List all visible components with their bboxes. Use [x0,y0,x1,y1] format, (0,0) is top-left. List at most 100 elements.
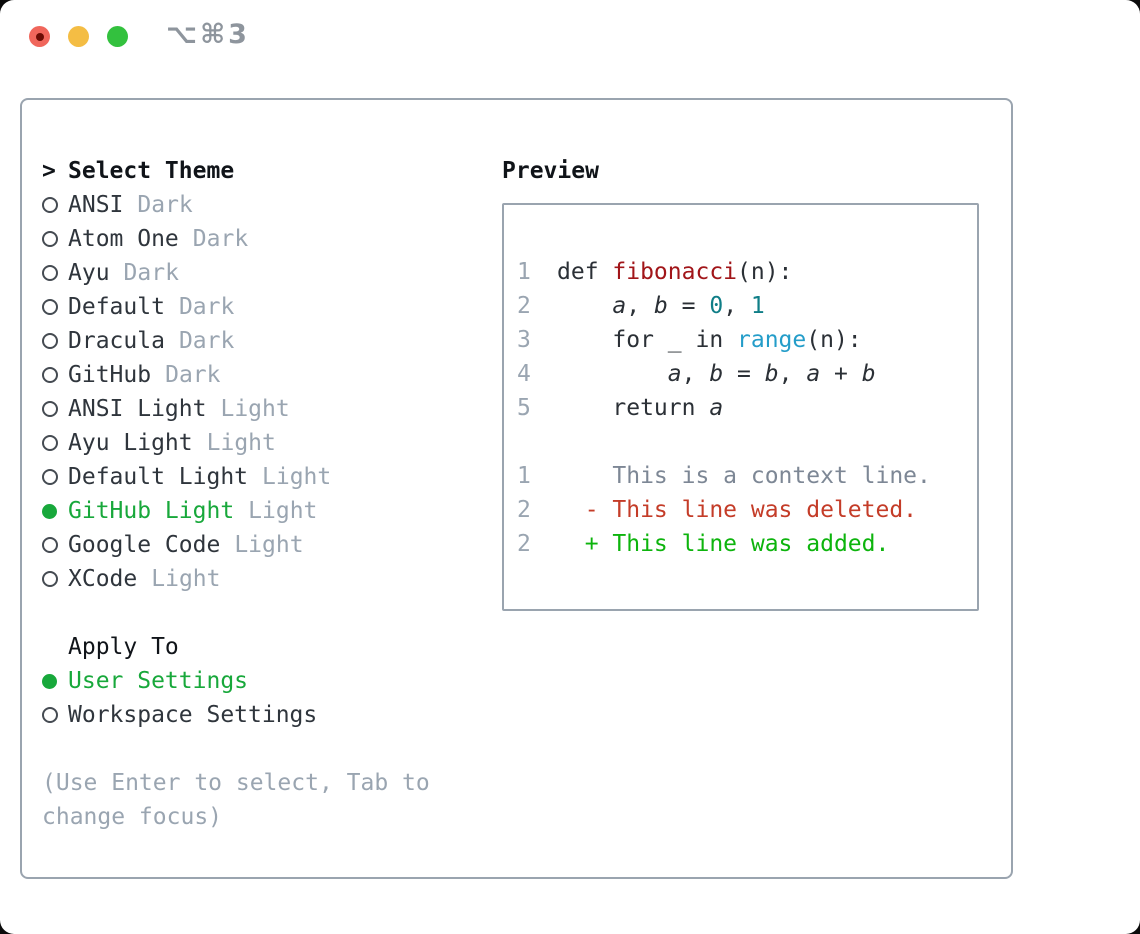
code-token: def [557,259,613,285]
hint-text-line2: change focus) [42,804,223,830]
spacer-row [42,596,487,630]
radio-icon [42,197,58,213]
theme-option[interactable]: Default Dark [42,290,487,324]
option-label: Google Code [68,532,221,558]
option-label: Default [68,294,165,320]
option-variant-label: Dark [178,328,235,354]
theme-option[interactable]: ANSI Dark [42,188,487,222]
line-number: 1 [517,259,531,285]
radio-selected-icon [42,673,57,689]
preview-column: Preview 1 def fibonacci(n): 2 a, b = 0, … [502,154,979,611]
code-token: + [820,361,862,387]
code-line [517,425,969,459]
radio-icon [42,299,58,315]
code-token: a [612,293,627,319]
code-token: , [723,293,751,319]
code-token: b [861,361,876,387]
option-label: Ayu Light [68,430,193,456]
line-number: 1 [517,463,531,489]
option-variant-label: Light [234,532,304,558]
window-title: ⌥⌘3 [166,19,250,50]
radio-icon [42,469,58,485]
cursor-chevron-icon: > [42,158,56,184]
option-label: ANSI [68,192,124,218]
radio-icon [42,265,58,281]
theme-list: ANSI Dark Atom One Dark Ayu Dark Default… [42,188,487,596]
theme-list-column: > Select Theme ANSI Dark Atom One Dark A… [42,154,487,834]
theme-selector-panel: > Select Theme ANSI Dark Atom One Dark A… [20,98,1013,879]
radio-selected-icon [42,503,57,519]
theme-option[interactable]: Dracula Dark [42,324,487,358]
code-token: b [653,293,668,319]
code-token [557,361,668,387]
apply-option[interactable]: User Settings [42,664,487,698]
theme-option[interactable]: ANSI Light Light [42,392,487,426]
code-text: return a [557,395,723,421]
code-token: b [709,361,724,387]
code-token: = [667,293,710,319]
code-token: This is a context line. [557,463,931,489]
code-line: 1 This is a context line. [517,459,969,493]
code-token: for _ in [557,327,738,353]
apply-to-list: User Settings Workspace Settings [42,664,487,732]
radio-icon [42,231,58,247]
code-text: This is a context line. [557,463,931,489]
code-text: - This line was deleted. [557,497,917,523]
theme-option[interactable]: GitHub Dark [42,358,487,392]
line-number: 2 [517,293,531,319]
traffic-lights [29,26,146,47]
option-label: Default Light [68,464,249,490]
apply-option[interactable]: Workspace Settings [42,698,487,732]
code-line: 2 a, b = 0, 1 [517,289,969,323]
preview-title: Preview [502,158,599,184]
option-variant-label: Dark [178,294,235,320]
radio-icon [42,537,58,553]
code-token: fibonacci [612,259,738,285]
option-label: ANSI Light [68,396,207,422]
option-variant-label: Light [206,430,276,456]
radio-icon [42,401,58,417]
hint-text-line1: (Use Enter to select, Tab to [42,770,430,796]
line-number: 3 [517,327,531,353]
theme-option[interactable]: Default Light Light [42,460,487,494]
option-label: Ayu [68,260,110,286]
theme-option[interactable]: Ayu Light Light [42,426,487,460]
option-label: Workspace Settings [68,702,318,728]
line-number: 5 [517,395,531,421]
code-token: , [681,361,710,387]
code-token: b [764,361,779,387]
zoom-button[interactable] [107,26,128,47]
line-number: 2 [517,497,531,523]
code-token: return [557,395,710,421]
theme-option[interactable]: XCode Light [42,562,487,596]
line-number: 4 [517,361,531,387]
code-token: 1 [750,293,765,319]
code-token: (n): [737,259,793,285]
code-token: range [737,327,807,353]
radio-icon [42,571,58,587]
option-label: Dracula [68,328,165,354]
theme-option[interactable]: Atom One Dark [42,222,487,256]
option-label: XCode [68,566,138,592]
code-line: 2 + This line was added. [517,527,969,561]
code-token: = [723,361,765,387]
option-variant-label: Light [151,566,221,592]
code-token: - This line was deleted. [557,497,918,523]
code-token: , [626,293,654,319]
minimize-button[interactable] [68,26,89,47]
code-line: 1 def fibonacci(n): [517,255,969,289]
code-text: a, b = b, a + b [557,361,876,387]
preview-box: 1 def fibonacci(n): 2 a, b = 0, 1 3 for … [502,203,979,611]
code-token: (n): [806,327,862,353]
theme-option[interactable]: GitHub Light Light [42,494,487,528]
close-button[interactable] [29,26,50,47]
option-label: User Settings [68,668,249,694]
theme-option[interactable]: Ayu Dark [42,256,487,290]
code-token: 0 [709,293,724,319]
option-label: Atom One [68,226,179,252]
code-token: a [667,361,682,387]
select-theme-header: > Select Theme [42,154,487,188]
theme-option[interactable]: Google Code Light [42,528,487,562]
code-token: a [709,395,724,421]
